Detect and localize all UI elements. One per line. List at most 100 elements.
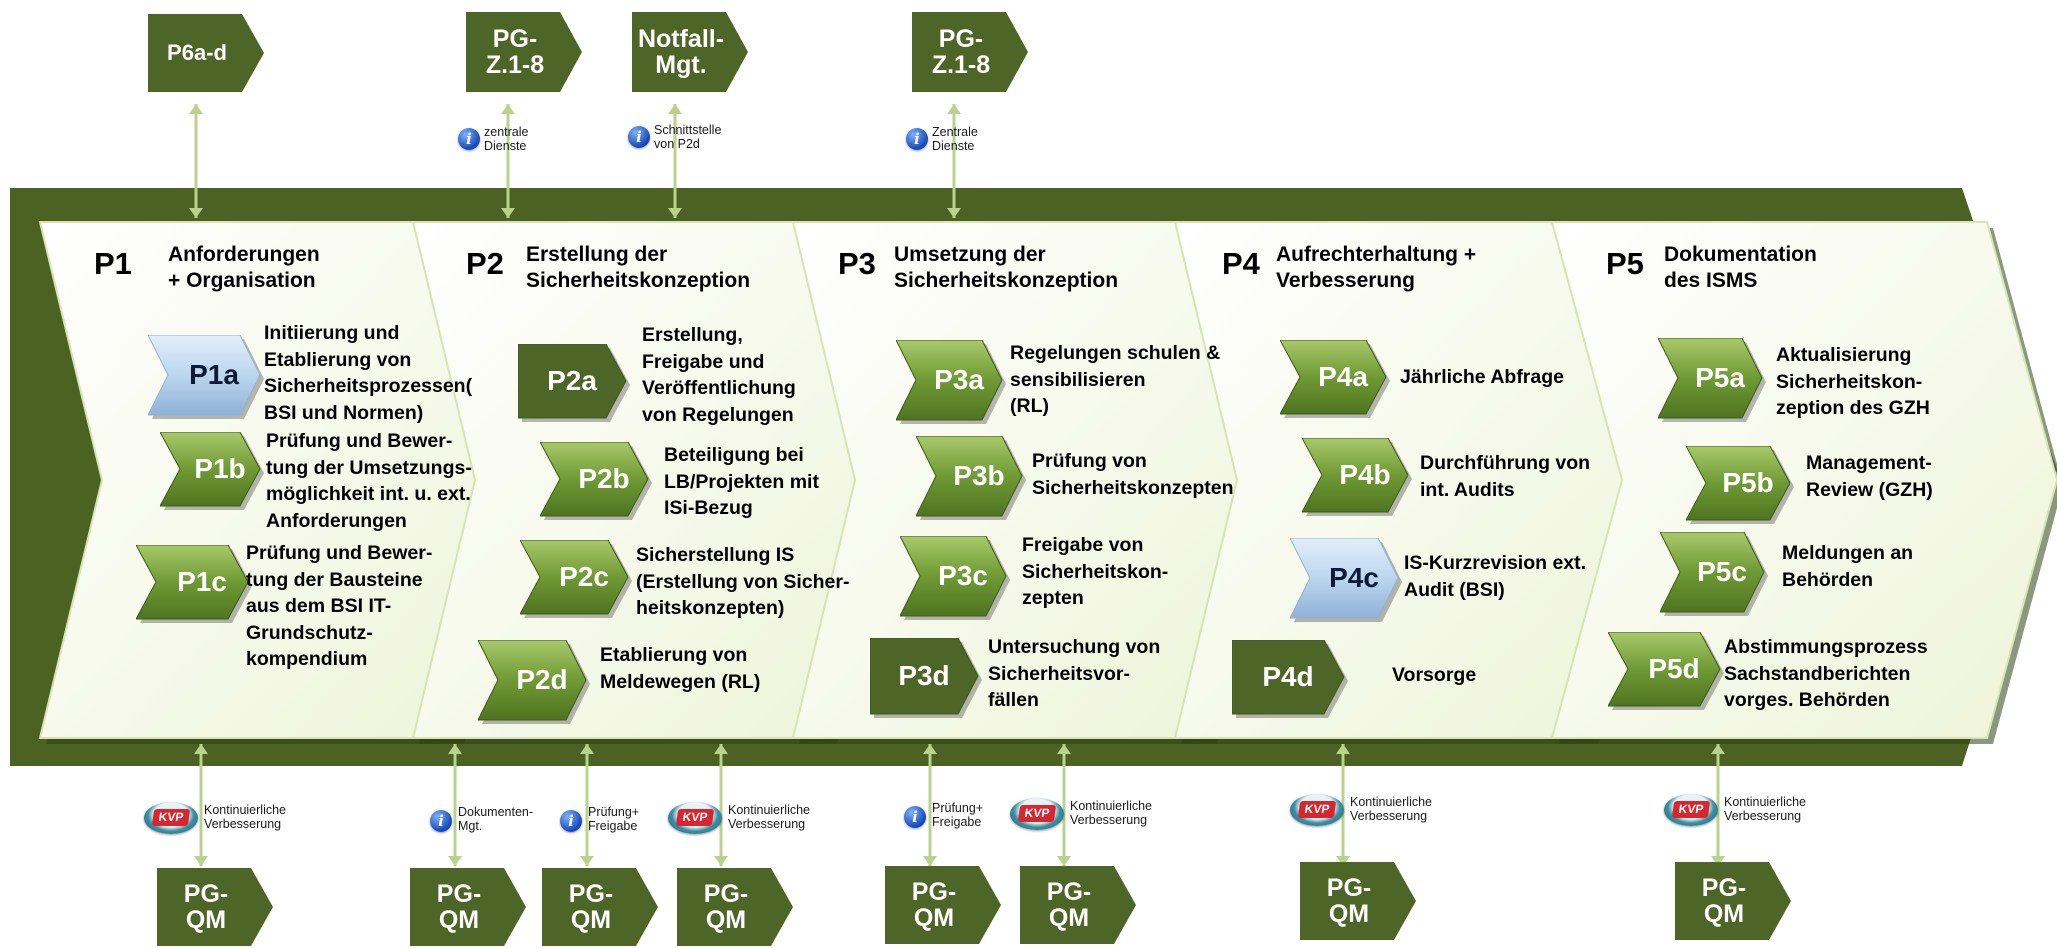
kvp-badge: KVP <box>1017 805 1057 822</box>
tag-label-line: PG- <box>436 879 482 908</box>
step-label: P3d <box>898 660 950 691</box>
step-label: P5d <box>1648 653 1700 684</box>
step-description: Prüfung und Bewer-tung der Umsetzungs-mö… <box>266 428 472 534</box>
step-description-line: Abstimmungsprozess <box>1724 636 1928 658</box>
tag-label-line: PG- <box>568 879 614 908</box>
tag-shape <box>157 868 273 946</box>
note-line: Mgt. <box>458 818 483 833</box>
tag-label: PG-QM <box>912 878 956 931</box>
tag-label-line: PG- <box>1046 877 1092 906</box>
step-chevron-p3a[interactable]: P3a <box>896 340 1006 424</box>
top-tag: PG-Z.1-8 <box>466 12 582 92</box>
connector-arrowhead <box>668 208 682 218</box>
bottom-tag: PG-QM <box>885 866 1001 944</box>
phase-name-line: des ISMS <box>1664 269 1758 292</box>
step-description: Regelungen schulen &sensibilisieren(RL) <box>1010 340 1220 420</box>
phase-name-line: Verbesserung <box>1276 269 1415 292</box>
tag-shape <box>1675 862 1791 940</box>
kvp-badge: KVP <box>1297 801 1337 818</box>
step-chevron-p2a[interactable]: P2a <box>518 344 630 422</box>
step-description-line: Prüfung und Bewer- <box>266 430 453 452</box>
tag-label-line: PG- <box>492 24 538 53</box>
step-chevron-p5d[interactable]: P5d <box>1608 632 1724 710</box>
tag-label: PG-QM <box>1702 874 1746 927</box>
phase-name: Aufrechterhaltung + Verbesserung <box>1276 242 1476 294</box>
info-icon: i <box>906 128 928 150</box>
step-description-line: vorges. Behörden <box>1724 689 1890 711</box>
step-label: P2a <box>547 365 597 396</box>
step-chevron-p4b[interactable]: P4b <box>1302 438 1412 516</box>
step-description-line: Freigabe und <box>642 350 765 373</box>
tag-label-line: QM <box>185 906 227 934</box>
tag-shape <box>466 12 582 92</box>
connector-arrowhead <box>448 856 462 866</box>
connector-arrowhead <box>1336 856 1350 866</box>
step-description-line: Erstellung, <box>642 324 743 346</box>
step-label: P3b <box>953 460 1005 491</box>
step-chevron-p5b[interactable]: P5b <box>1686 446 1794 524</box>
connector-arrowhead <box>1057 856 1071 866</box>
step-description: Vorsorge <box>1392 662 1476 689</box>
step-chevron-p2d[interactable]: P2d <box>478 640 590 724</box>
tag-label-line: Z.1-8 <box>931 51 991 79</box>
step-chevron-p1c[interactable]: P1c <box>136 545 252 623</box>
kvp-icon: KVP <box>1290 794 1344 826</box>
chevron-shape <box>1658 338 1766 422</box>
step-description-line: Untersuchung von <box>988 636 1161 658</box>
step-description-line: Prüfung von <box>1032 450 1147 472</box>
step-chevron-p2c[interactable]: P2c <box>520 540 632 618</box>
step-description-line: Review (GZH) <box>1806 478 1933 501</box>
step-chevron-p4a[interactable]: P4a <box>1280 340 1390 418</box>
step-description-line: Etablierung von <box>264 348 412 371</box>
step-chevron-p3d[interactable]: P3d <box>870 638 982 718</box>
connector-arrowhead <box>1711 744 1725 754</box>
tag-label: PG-QM <box>1327 874 1371 927</box>
step-description-line: (Erstellung von Sicher- <box>636 570 850 593</box>
phase-number: P4 <box>1222 246 1260 281</box>
step-chevron-p2b[interactable]: P2b <box>540 442 652 520</box>
note-line: Kontinuierliche <box>728 803 810 817</box>
note-line: Dienste <box>932 138 975 153</box>
chevron-shape <box>136 545 252 623</box>
phase-number: P3 <box>838 246 876 281</box>
step-chevron-p1b[interactable]: P1b <box>160 432 264 510</box>
chevron-shape <box>1686 446 1794 524</box>
note-line: Dienste <box>484 138 527 153</box>
tag-label: P6a-d <box>167 41 227 64</box>
step-chevron-p5a[interactable]: P5a <box>1658 338 1766 422</box>
note-line: Verbesserung <box>1724 808 1802 823</box>
note-line: Zentrale <box>932 125 978 139</box>
step-chevron-p4d[interactable]: P4d <box>1232 640 1348 718</box>
step-chevron-p4c[interactable]: P4c <box>1290 538 1402 622</box>
connector-arrowhead <box>923 744 937 754</box>
connector-arrowhead <box>194 856 208 866</box>
phase-name-line: Aufrechterhaltung + <box>1276 243 1477 266</box>
step-chevron-p1a[interactable]: P1a <box>148 335 264 419</box>
connector-arrowhead <box>923 856 937 866</box>
step-description-line: aus dem BSI IT- <box>246 595 392 617</box>
step-chevron-p5c[interactable]: P5c <box>1660 532 1768 616</box>
step-chevron-p3c[interactable]: P3c <box>900 536 1010 620</box>
tag-shape <box>632 12 748 92</box>
kvp-badge: KVP <box>675 809 715 826</box>
step-description-line: Audit (BSI) <box>1404 578 1505 601</box>
step-description-line: Jährliche Abfrage <box>1400 366 1564 388</box>
kvp-icon: KVP <box>668 802 722 834</box>
phase-name-line: Umsetzung der <box>894 243 1046 266</box>
tag-label: PG-Z.1-8 <box>486 24 544 78</box>
note-line: Kontinuierliche <box>1070 799 1152 813</box>
phase-number: P1 <box>94 246 132 281</box>
step-description-line: möglichkeit int. u. ext. <box>266 483 471 505</box>
tag-label: PG-QM <box>704 880 748 933</box>
step-chevron-p3b[interactable]: P3b <box>916 436 1026 520</box>
bottom-tag: PG-QM <box>677 868 793 946</box>
tag-shape <box>912 12 1028 92</box>
